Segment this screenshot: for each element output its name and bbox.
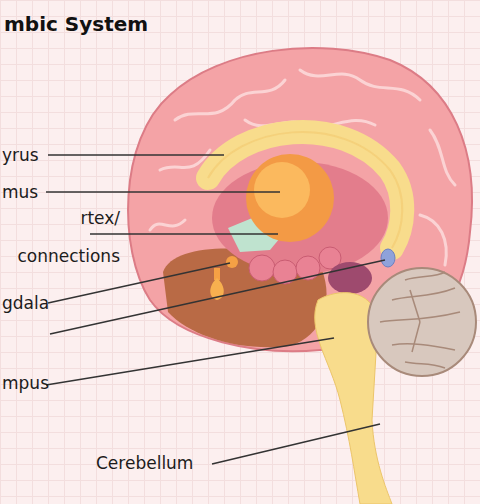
part-label-holder: gdala: [2, 293, 49, 313]
cerebellum-folds: [380, 272, 460, 368]
part-label: mpus: [2, 373, 49, 393]
part-label: yrus: [2, 145, 39, 165]
part-label: rtex/ connections: [2, 199, 120, 275]
part-label-holder: rtex/ connections: [2, 199, 120, 275]
title: mbic System: [4, 12, 148, 36]
part-label-holder: mpus: [2, 373, 49, 393]
temporal-lobe: [163, 248, 327, 347]
part-label: mus: [2, 182, 38, 202]
part-label-holder: Cerebellum: [96, 453, 193, 473]
part-label: Cerebellum: [96, 453, 193, 473]
amygdala: [226, 256, 238, 268]
pineal-gland: [381, 249, 395, 267]
thalamus-highlight: [254, 162, 310, 218]
midbrain: [328, 262, 372, 294]
cerebellum: [368, 268, 476, 376]
part-label-holder: mus: [2, 182, 38, 202]
hippocampus: [249, 247, 341, 284]
part-label: gdala: [2, 293, 49, 313]
leader-lines: [46, 155, 385, 464]
title-holder: mbic System: [4, 12, 148, 36]
thalamus: [246, 154, 334, 242]
part-label-holder: yrus: [2, 145, 39, 165]
